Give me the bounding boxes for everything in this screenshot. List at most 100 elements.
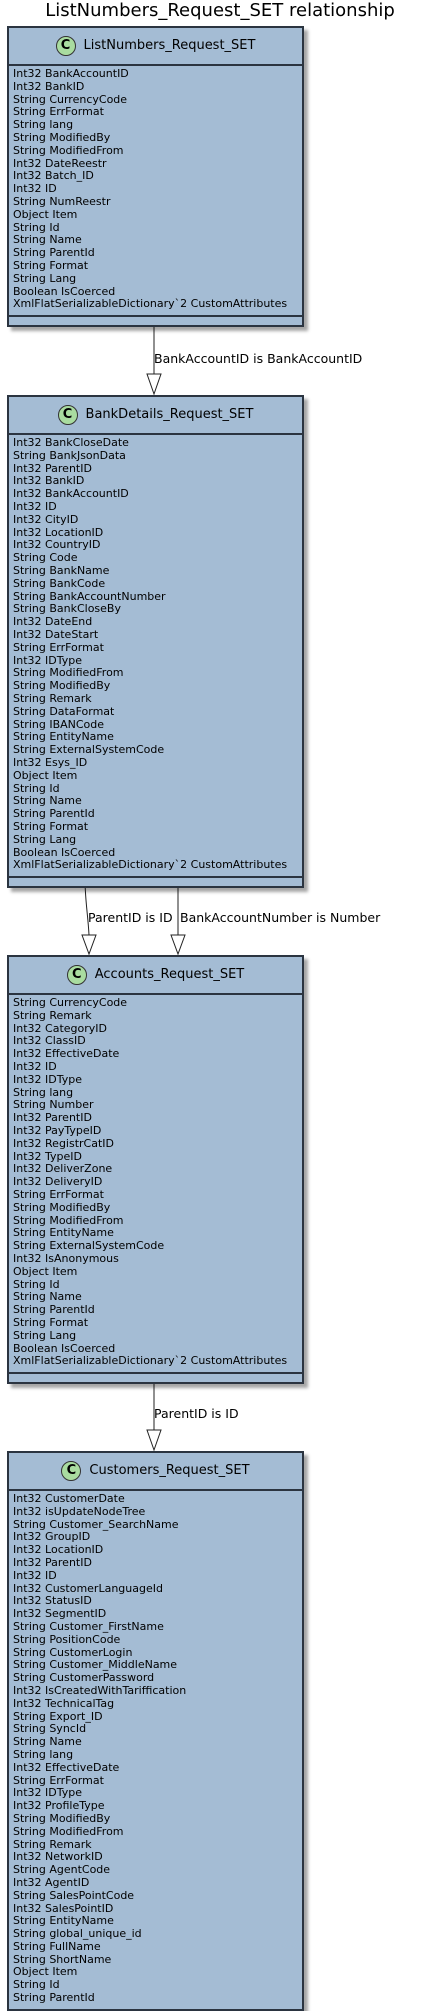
class-header: C BankDetails_Request_SET	[9, 397, 302, 435]
class-box-listnumbers[interactable]: C ListNumbers_Request_SET Int32 BankAcco…	[7, 26, 304, 328]
attribute: String global_unique_id	[13, 1927, 142, 1941]
attribute: String Remark	[13, 1837, 92, 1851]
attribute: Int32 IsAnonymous	[13, 1251, 119, 1265]
class-box-customers[interactable]: C Customers_Request_SET Int32 CustomerDa…	[7, 1451, 304, 2011]
attribute: String Name	[13, 233, 82, 247]
attribute: String Lang	[13, 271, 77, 285]
class-c-icon: C	[55, 36, 76, 56]
attribute: String ErrFormat	[13, 640, 104, 654]
attribute: Int32 CountryID	[13, 538, 101, 552]
attribute: Int32 IDType	[13, 653, 83, 667]
attribute: Int32 CityID	[13, 512, 79, 526]
attribute: Int32 DeliverZone	[13, 1162, 113, 1176]
attribute: String lang	[13, 1085, 74, 1099]
relation-label-3: BankAccountNumber is Number	[180, 910, 381, 925]
attribute: String EntityName	[13, 1226, 114, 1240]
attribute: String Number	[13, 1098, 94, 1112]
attribute: Int32 EffectiveDate	[13, 1047, 120, 1061]
attribute: String Lang	[13, 1328, 77, 1342]
attribute: Int32 BankID	[13, 474, 85, 488]
attribute: String ParentId	[13, 1991, 95, 2005]
attribute: String Remark	[13, 691, 92, 705]
attribute: String ErrFormat	[13, 105, 104, 119]
class-box-accounts[interactable]: C Accounts_Request_SET String CurrencyCo…	[7, 955, 304, 1385]
class-c-icon: C	[66, 965, 87, 985]
attribute: String Format	[13, 1315, 89, 1329]
attribute: Int32 BankAccountID	[13, 67, 129, 80]
attribute: Boolean IsCoerced	[13, 1341, 116, 1355]
attribute: Int32 NetworkID	[13, 1850, 103, 1864]
attribute: String EntityName	[13, 1914, 114, 1928]
attribute: Object Item	[13, 1264, 78, 1278]
attribute: String BankCode	[13, 576, 106, 590]
attribute: String Name	[13, 1735, 82, 1749]
attribute-list: String CurrencyCode String Remark Int32 …	[9, 995, 302, 1372]
attribute: String Format	[13, 258, 89, 272]
attribute: String Id	[13, 1978, 60, 1992]
attribute: String CurrencyCode	[13, 996, 128, 1009]
attribute: String Customer_SearchName	[13, 1517, 179, 1531]
class-box-bankdetails[interactable]: C BankDetails_Request_SET Int32 BankClos…	[7, 395, 304, 889]
attribute: String SalesPointCode	[13, 1888, 135, 1902]
attribute: String ModifiedFrom	[13, 666, 124, 680]
attribute: Int32 CustomerDate	[13, 1492, 125, 1505]
attribute: String ModifiedBy	[13, 130, 111, 144]
attribute: Object Item	[13, 768, 78, 782]
attribute: XmlFlatSerializableDictionary`2 CustomAt…	[13, 858, 288, 872]
relation-label-2: ParentID is ID	[88, 910, 173, 925]
attribute: Int32 PayTypeID	[13, 1123, 102, 1137]
attribute: Int32 ClassID	[13, 1034, 86, 1048]
attribute: Int32 CategoryID	[13, 1021, 107, 1035]
attribute: String lang	[13, 118, 74, 132]
attribute: String Name	[13, 794, 82, 808]
attribute: Int32 BankAccountID	[13, 487, 129, 501]
attribute: Int32 DeliveryID	[13, 1175, 103, 1189]
relation-label-1: BankAccountID is BankAccountID	[154, 351, 362, 366]
attribute: String BankAccountNumber	[13, 589, 166, 603]
attribute: Boolean IsCoerced	[13, 845, 116, 859]
attribute: String IBANCode	[13, 717, 105, 731]
attribute: String Customer_FirstName	[13, 1619, 164, 1633]
attribute: String Code	[13, 551, 78, 565]
attribute: XmlFlatSerializableDictionary`2 CustomAt…	[13, 1354, 288, 1368]
attribute: String ShortName	[13, 1952, 112, 1966]
relation-arrowhead-2	[81, 934, 97, 956]
attribute: String NumReestr	[13, 194, 111, 208]
attribute: String ModifiedBy	[13, 1811, 111, 1825]
attribute: String Export_ID	[13, 1709, 103, 1723]
attribute: String CustomerPassword	[13, 1671, 155, 1685]
attribute: String ModifiedBy	[13, 679, 111, 693]
class-name: BankDetails_Request_SET	[85, 407, 254, 422]
attribute: Int32 Batch_ID	[13, 169, 94, 183]
attribute: Int32 SalesPointID	[13, 1901, 114, 1915]
class-c-icon: C	[61, 1461, 82, 1481]
attribute: Int32 IsCreatedWithTariffication	[13, 1683, 187, 1697]
attribute: String Id	[13, 781, 60, 795]
attribute: Int32 ParentID	[13, 1555, 92, 1569]
attribute: String BankName	[13, 563, 110, 577]
attribute: String Format	[13, 819, 89, 833]
attribute: Int32 ID	[13, 1059, 57, 1073]
attribute: Int32 GroupID	[13, 1530, 91, 1544]
attribute: Int32 ProfileType	[13, 1799, 105, 1813]
attribute: Int32 AgentID	[13, 1875, 90, 1889]
attribute: Int32 DateStart	[13, 627, 99, 641]
attribute: Int32 DateEnd	[13, 615, 93, 629]
attribute: String Customer_MiddleName	[13, 1658, 178, 1672]
attribute: String SyncId	[13, 1722, 87, 1736]
relation-label-4: ParentID is ID	[154, 1406, 239, 1421]
attribute: String FullName	[13, 1939, 101, 1953]
class-name: ListNumbers_Request_SET	[83, 38, 256, 53]
attribute: String Id	[13, 1277, 60, 1291]
attribute: Int32 DateReestr	[13, 156, 107, 170]
attribute: String ModifiedFrom	[13, 143, 124, 157]
attribute: Boolean IsCoerced	[13, 284, 116, 298]
class-name: Accounts_Request_SET	[94, 967, 245, 982]
attribute: Int32 ParentID	[13, 1111, 92, 1125]
attribute-list: Int32 CustomerDate Int32 isUpdateNodeTre…	[9, 1491, 302, 2009]
class-name: Customers_Request_SET	[89, 1463, 250, 1478]
attribute: String PositionCode	[13, 1632, 121, 1646]
attribute: String CustomerLogin	[13, 1645, 133, 1659]
attribute: String BankJsonData	[13, 448, 126, 462]
attribute: Int32 CustomerLanguageId	[13, 1581, 163, 1595]
